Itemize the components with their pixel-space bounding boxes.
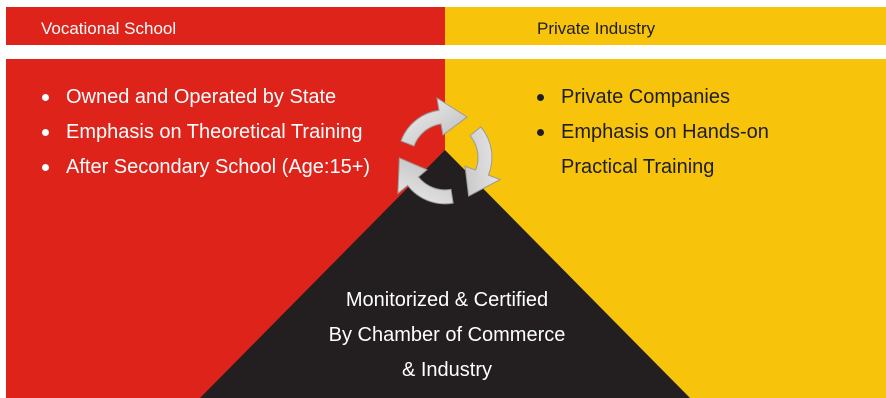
list-item: Owned and Operated by State [42, 80, 382, 115]
chamber-text-line: & Industry [401, 359, 493, 381]
chamber-text-line: By Chamber of Commerce [328, 324, 566, 346]
chamber-text-line: Monitorized & Certified [345, 289, 549, 311]
list-item: Emphasis on Theoretical Training [42, 115, 382, 150]
list-item: Private Companies [537, 80, 837, 115]
private-industry-header: Private Industry [537, 19, 656, 38]
chamber-of-commerce-text: Monitorized & Certified By Chamber of Co… [296, 283, 598, 388]
list-item: Emphasis on Hands-on Practical Training [537, 115, 837, 185]
list-item: After Secondary School (Age:15+) [42, 150, 382, 185]
vocational-school-list: Owned and Operated by State Emphasis on … [42, 80, 382, 185]
left-header-band [6, 7, 445, 45]
vocational-school-header: Vocational School [41, 19, 177, 38]
cycle-arrows-icon [397, 96, 502, 205]
bottom-black-triangle [200, 150, 690, 398]
private-industry-list: Private Companies Emphasis on Hands-on P… [537, 80, 837, 185]
right-header-band [445, 7, 886, 45]
